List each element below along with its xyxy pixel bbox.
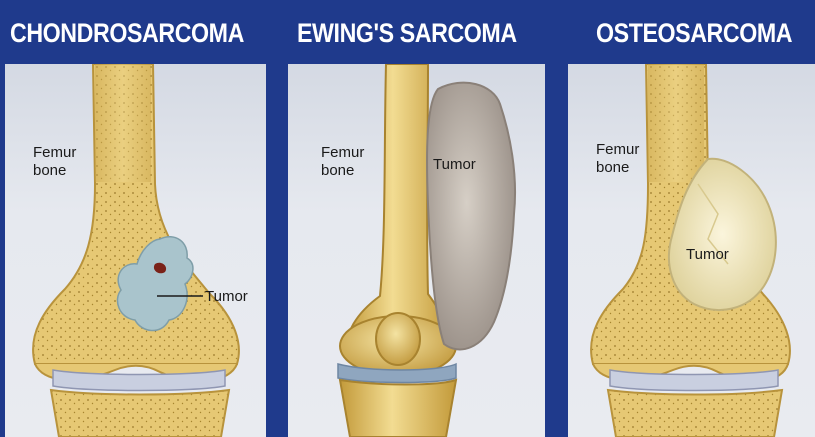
bone-label-line1: Femur xyxy=(33,144,76,161)
panel-title-chondrosarcoma: CHONDROSARCOMA xyxy=(10,18,244,58)
panel-osteosarcoma: Femur bone Tumor xyxy=(568,64,815,437)
bone-label-line2: bone xyxy=(33,162,66,179)
tibia-bone xyxy=(51,390,229,437)
ewings-sarcoma-illustration xyxy=(288,64,545,437)
knee-cartilage xyxy=(53,370,225,391)
tumor-label: Tumor xyxy=(433,156,476,173)
bone-label-line1: Femur xyxy=(596,141,639,158)
panel-title-osteosarcoma: OSTEOSARCOMA xyxy=(596,18,792,58)
panel-title-ewings-sarcoma: EWING'S SARCOMA xyxy=(297,18,517,58)
bone-label-line1: Femur xyxy=(321,144,364,161)
ewings-tumor xyxy=(427,83,515,350)
tibia-bone xyxy=(608,390,782,437)
femur-bone xyxy=(33,64,239,381)
tumor-label: Tumor xyxy=(686,246,729,263)
tumor-label: Tumor xyxy=(205,288,248,305)
panel-chondrosarcoma: Femur bone Tumor xyxy=(5,64,266,437)
chondrosarcoma-illustration xyxy=(5,64,266,437)
knee-cartilage xyxy=(610,370,778,391)
panel-ewings-sarcoma: Femur bone Tumor xyxy=(288,64,545,437)
bone-label-line2: bone xyxy=(321,162,354,179)
bone-label-line2: bone xyxy=(596,159,629,176)
tibia-bone xyxy=(340,380,456,437)
